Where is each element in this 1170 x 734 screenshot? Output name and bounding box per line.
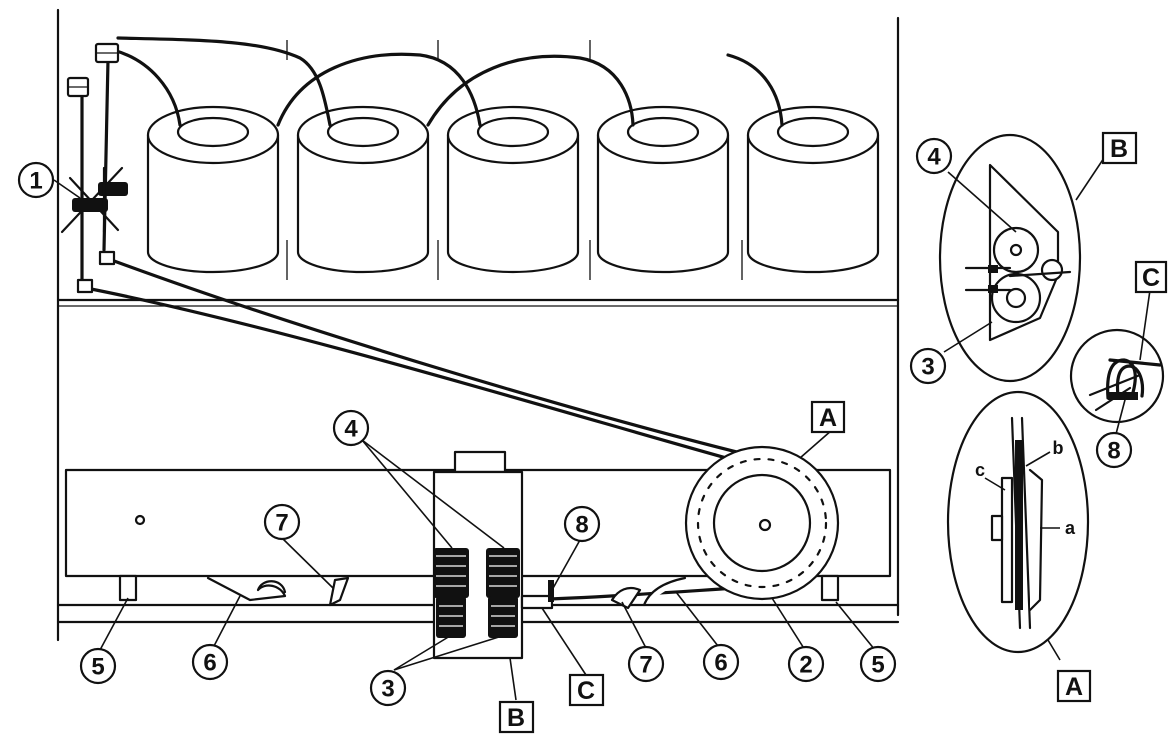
callout-4-main-text: 4: [344, 416, 358, 443]
callout-7-right-text: 7: [639, 652, 652, 679]
box-b-main: B: [498, 700, 535, 734]
box-b-detail: B: [1101, 131, 1138, 165]
callout-5-right: 5: [859, 645, 897, 683]
callout-6-right: 6: [702, 643, 740, 681]
callout-5-left-text: 5: [91, 654, 104, 681]
callout-5-right-text: 5: [871, 652, 884, 679]
callout-7-right: 7: [627, 645, 665, 683]
feeder-unit: [432, 450, 554, 660]
callout-8-detail: 8: [1095, 431, 1133, 469]
yarn-packages: [146, 105, 880, 274]
callout-3-detail-text: 3: [921, 354, 934, 381]
detail-a: [946, 390, 1090, 654]
yarn-package-2: [296, 105, 430, 274]
callout-8-main: 8: [563, 505, 601, 543]
callout-4-detail-text: 4: [927, 144, 941, 171]
callout-4-main: 4: [332, 409, 370, 447]
callout-1: 1: [17, 161, 55, 199]
callout-8-main-text: 8: [575, 512, 588, 539]
detail-c: [1069, 328, 1165, 424]
callout-7-left: 7: [263, 503, 301, 541]
box-a-detail: A: [1056, 669, 1092, 703]
box-callouts: A B C B C A: [498, 131, 1168, 734]
yarn-tensioner: [60, 166, 128, 234]
callout-3-main: 3: [369, 669, 407, 707]
callout-5-left: 5: [79, 647, 117, 685]
box-a-main-text: A: [819, 404, 837, 432]
callout-6-left-text: 6: [203, 650, 216, 677]
yarn-package-3: [446, 105, 580, 274]
drum: [684, 445, 840, 601]
box-c-detail: C: [1134, 260, 1168, 294]
box-b-detail-text: B: [1110, 135, 1128, 163]
box-c-main-text: C: [577, 677, 595, 705]
detail-b: [938, 133, 1082, 383]
callout-1-text: 1: [29, 168, 42, 195]
yarn-guides: [66, 42, 120, 294]
box-a-detail-text: A: [1065, 673, 1083, 701]
callout-3-main-text: 3: [381, 676, 394, 703]
letter-a: a: [1065, 518, 1076, 538]
callout-6-right-text: 6: [714, 650, 727, 677]
box-c-detail-text: C: [1142, 264, 1160, 292]
box-a-main: A: [810, 400, 846, 434]
callout-6-left: 6: [191, 643, 229, 681]
letter-labels: a b c: [975, 438, 1076, 538]
yarn-package-1: [146, 105, 280, 274]
callout-7-left-text: 7: [275, 510, 288, 537]
leader-lines: [53, 157, 1151, 701]
callout-4-detail: 4: [915, 137, 953, 175]
yarn-package-5: [746, 105, 880, 274]
number-callouts: 1 4 7 8 5 6 3 7 6 2 5 4 3 8: [17, 137, 1133, 707]
callout-2-text: 2: [799, 652, 812, 679]
yarn-package-4: [596, 105, 730, 274]
callout-3-detail: 3: [909, 347, 947, 385]
box-b-main-text: B: [507, 704, 525, 732]
callout-8-detail-text: 8: [1107, 438, 1120, 465]
letter-c: c: [975, 460, 985, 480]
callout-2: 2: [787, 645, 825, 683]
letter-b: b: [1053, 438, 1064, 458]
box-c-main: C: [568, 673, 605, 707]
